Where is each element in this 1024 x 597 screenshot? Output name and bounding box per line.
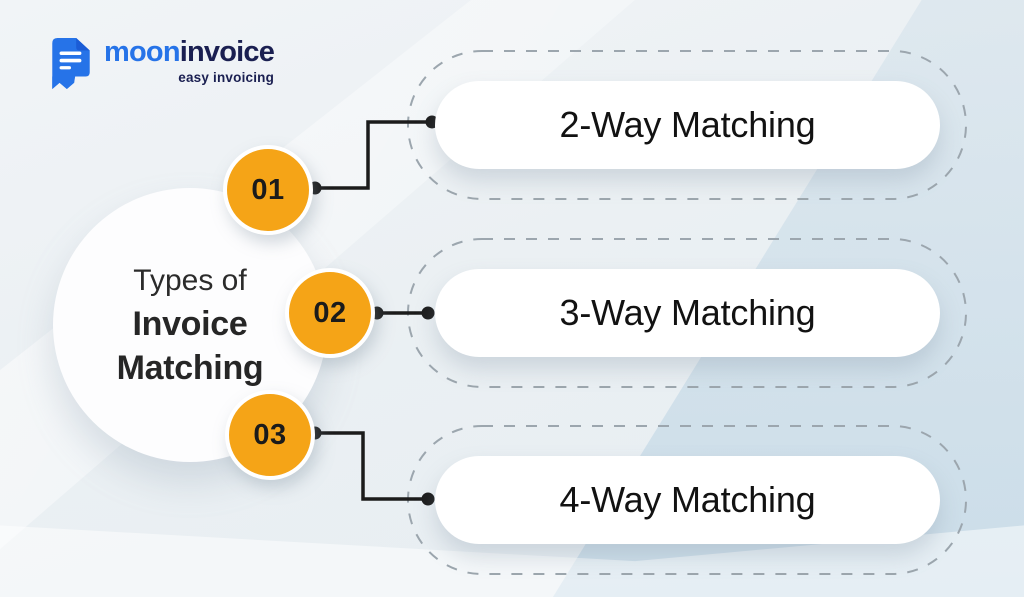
connector-dot xyxy=(421,306,435,320)
matching-type-label: 4-Way Matching xyxy=(559,479,816,520)
brand-wordmark: mooninvoice easy invoicing xyxy=(104,36,275,86)
matching-type-label: 3-Way Matching xyxy=(559,292,816,333)
step-number: 03 xyxy=(253,418,287,451)
matching-type-label: 2-Way Matching xyxy=(559,104,816,145)
brand-tagline: easy invoicing xyxy=(178,70,275,85)
matching-type-pill-2: 3-Way Matching xyxy=(435,269,940,357)
brand-logo: mooninvoice easy invoicing xyxy=(48,36,275,95)
title-line-2: Invoice xyxy=(132,305,248,343)
step-badge-03: 03 xyxy=(225,390,315,480)
page-title: Types of Invoice Matching xyxy=(117,260,264,390)
invoice-ribbon-icon xyxy=(48,38,94,95)
step-badge-01: 01 xyxy=(223,145,313,235)
connector-line-3 xyxy=(315,431,428,501)
dashed-outline-1 xyxy=(407,50,967,200)
matching-type-pill-3: 4-Way Matching xyxy=(435,456,940,544)
step-number: 01 xyxy=(251,173,285,206)
connector-dot xyxy=(421,492,435,506)
brand-name: mooninvoice xyxy=(104,36,275,68)
connector-line-1 xyxy=(315,120,432,190)
title-line-3: Matching xyxy=(116,349,264,387)
step-number: 02 xyxy=(313,296,347,329)
title-line-1: Types of xyxy=(133,264,247,297)
matching-type-pill-1: 2-Way Matching xyxy=(435,81,940,169)
step-badge-02: 02 xyxy=(285,268,375,358)
